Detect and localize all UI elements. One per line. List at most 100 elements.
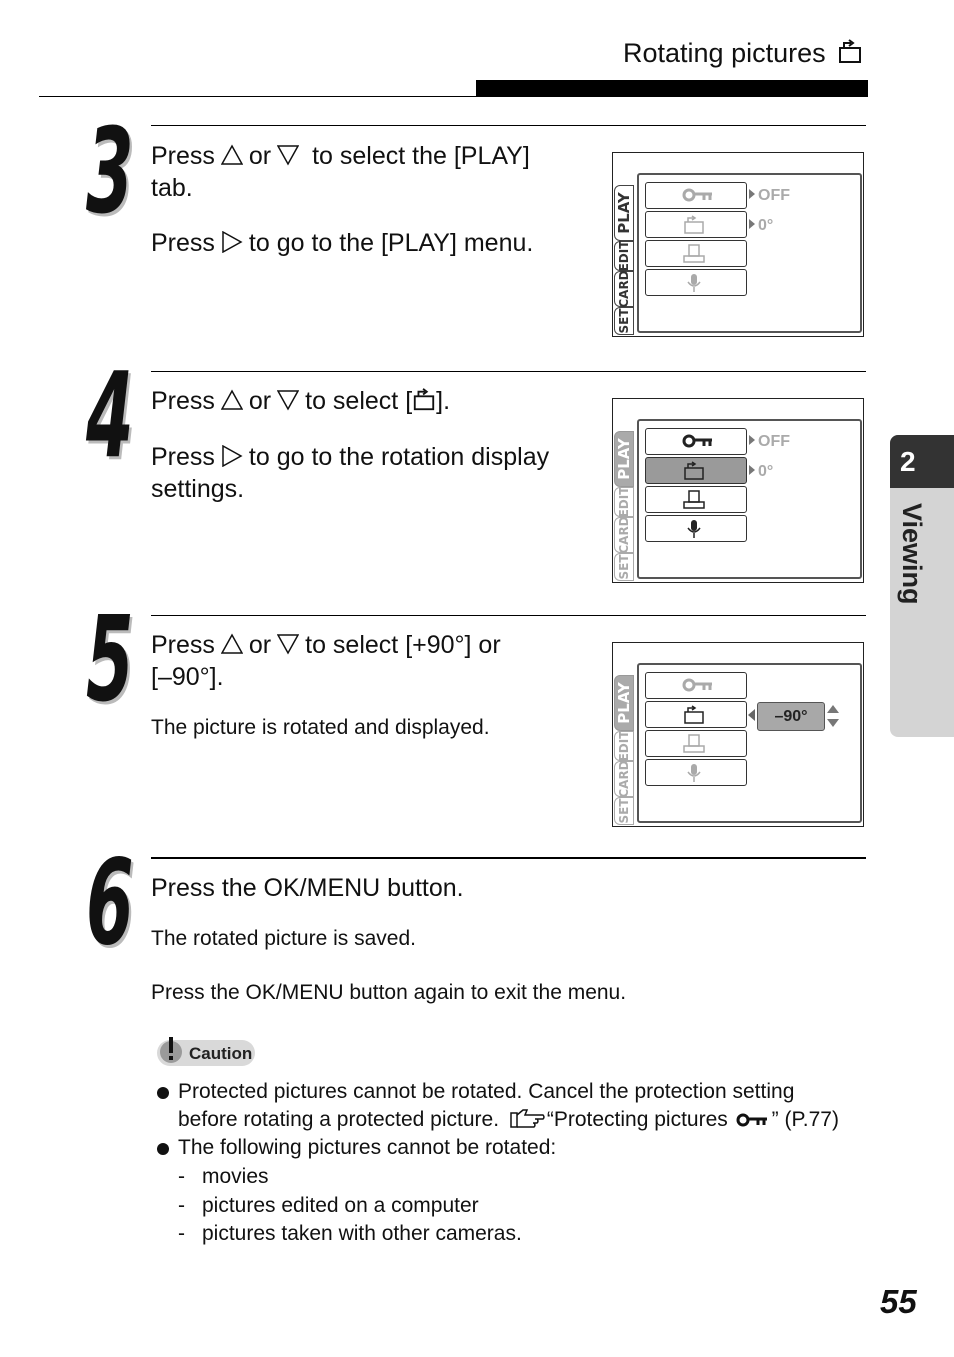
reference-hand-icon xyxy=(510,1109,545,1128)
menu-item-sound xyxy=(645,269,747,296)
step-note: Press the OK/MENU button again to exit t… xyxy=(151,981,627,1004)
step-instruction: [–90°]. xyxy=(151,663,224,691)
left-arrow-icon xyxy=(748,709,755,721)
menu-item-rotate xyxy=(645,701,747,728)
key-icon xyxy=(682,188,712,202)
tab-edit: EDIT xyxy=(614,731,634,761)
menu-item-rotate xyxy=(645,211,747,238)
bullet xyxy=(157,1087,169,1099)
key-icon xyxy=(682,678,712,692)
print-icon xyxy=(683,490,705,509)
step-note: The picture is rotated and displayed. xyxy=(151,716,490,739)
rotate-icon xyxy=(684,215,704,234)
bullet xyxy=(157,1143,169,1155)
menu-frame xyxy=(637,663,862,823)
menu-item-print xyxy=(645,240,747,267)
microphone-icon xyxy=(687,764,701,782)
option-off: OFF xyxy=(749,433,790,451)
list-dash: - xyxy=(178,1222,185,1245)
step-rule xyxy=(151,857,866,859)
list-dash: - xyxy=(178,1165,185,1188)
header-bar xyxy=(476,80,868,97)
step-number: 6 xyxy=(86,833,134,971)
camera-screen: PLAY EDIT CARD SET OFF 0° xyxy=(612,152,864,337)
down-arrow-icon xyxy=(277,389,300,411)
print-icon xyxy=(683,244,705,263)
menu-item-protect xyxy=(645,428,747,455)
microphone-icon xyxy=(687,520,701,538)
step-number: 4 xyxy=(86,346,134,484)
menu-tabs: PLAY EDIT CARD SET xyxy=(614,185,634,335)
menu-frame xyxy=(637,173,862,333)
caution-label: Caution xyxy=(189,1044,253,1063)
key-icon xyxy=(682,434,712,448)
down-arrow-icon xyxy=(277,633,300,655)
right-arrow-icon xyxy=(221,231,243,253)
menu-item-protect xyxy=(645,182,747,209)
down-arrow-icon xyxy=(277,144,300,166)
caution-text: before rotating a protected picture. “Pr… xyxy=(178,1108,839,1131)
up-arrow-icon xyxy=(220,633,243,655)
rotate-icon xyxy=(684,461,704,480)
page-number: 55 xyxy=(880,1283,917,1320)
up-arrow-icon xyxy=(220,389,243,411)
tab-card: CARD xyxy=(614,760,634,798)
option-degrees: 0° xyxy=(749,217,773,235)
option-degrees: 0° xyxy=(749,463,773,481)
list-item: pictures edited on a computer xyxy=(202,1194,479,1217)
tab-card: CARD xyxy=(614,270,634,308)
rotate-icon xyxy=(684,705,704,724)
menu-frame xyxy=(637,419,862,579)
step-instruction: tab. xyxy=(151,174,193,202)
camera-screen: PLAY EDIT CARD SET OFF 0° xyxy=(612,398,864,583)
step-rule xyxy=(151,125,866,126)
menu-tabs: PLAY EDIT CARD SET xyxy=(614,431,634,581)
step-rule xyxy=(151,615,866,616)
caution-text: Protected pictures cannot be rotated. Ca… xyxy=(178,1080,795,1103)
page-title: Rotating pictures xyxy=(623,38,863,69)
right-arrow-icon xyxy=(221,445,243,467)
key-icon xyxy=(736,1113,767,1127)
tab-set: SET xyxy=(614,307,634,335)
header-rule xyxy=(39,96,476,97)
option-off: OFF xyxy=(749,187,790,205)
step-instruction: Press the OK/MENU button. xyxy=(151,874,464,902)
list-item: movies xyxy=(202,1165,269,1188)
menu-tabs: PLAY EDIT CARD SET xyxy=(614,675,634,825)
rotate-icon xyxy=(839,39,862,63)
tab-set: SET xyxy=(614,797,634,825)
list-dash: - xyxy=(178,1194,185,1217)
menu-item-rotate xyxy=(645,457,747,484)
step-number: 5 xyxy=(86,590,134,728)
tab-edit: EDIT xyxy=(614,487,634,517)
microphone-icon xyxy=(687,274,701,292)
tab-play: PLAY xyxy=(614,431,634,487)
tab-play: PLAY xyxy=(614,185,634,241)
menu-item-print xyxy=(645,730,747,757)
step-number: 3 xyxy=(86,102,134,240)
menu-item-print xyxy=(645,486,747,513)
print-icon xyxy=(683,734,705,753)
menu-item-sound xyxy=(645,515,747,542)
menu-item-sound xyxy=(645,759,747,786)
tab-card: CARD xyxy=(614,516,634,554)
rotate-icon xyxy=(413,388,435,411)
menu-item-protect xyxy=(645,672,747,699)
caution-text: The following pictures cannot be rotated… xyxy=(178,1136,557,1159)
warning-icon xyxy=(160,1037,182,1063)
chapter-number: 2 xyxy=(890,435,954,488)
list-item: pictures taken with other cameras. xyxy=(202,1222,522,1245)
rotation-value: –90° xyxy=(757,702,825,731)
camera-screen: PLAY EDIT CARD SET –90° xyxy=(612,642,864,827)
up-arrow-icon xyxy=(220,144,243,166)
tab-play: PLAY xyxy=(614,675,634,731)
up-down-arrows-icon xyxy=(827,705,839,727)
chapter-label: Viewing xyxy=(897,503,927,605)
tab-edit: EDIT xyxy=(614,241,634,271)
tab-set: SET xyxy=(614,553,634,581)
